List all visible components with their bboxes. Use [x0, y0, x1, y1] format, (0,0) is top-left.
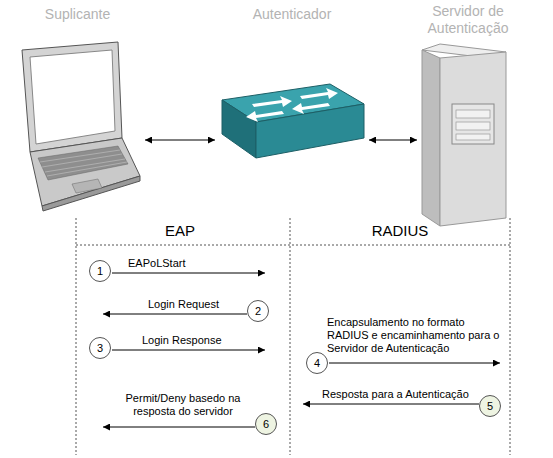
step-circle: 2 [247, 300, 269, 322]
link-arrow [145, 140, 215, 141]
link-arrow [369, 140, 417, 141]
message-label: EAPoLStart [128, 257, 248, 270]
message-label: Permit/Deny basedo na resposta do servid… [116, 392, 250, 418]
step-circle: 5 [479, 395, 501, 417]
step-circle: 3 [89, 337, 111, 359]
callout-number: 6 [263, 418, 269, 430]
server-illustration [422, 44, 506, 226]
switch-illustration [222, 84, 364, 158]
callout-number: 1 [97, 265, 103, 277]
message-label: Login Response [142, 334, 262, 347]
device-box: Servidor de Autenticação [420, 45, 515, 227]
device-heading: Suplicante [0, 6, 160, 23]
callout-number: 2 [255, 305, 261, 317]
protocol-heading: RADIUS [350, 222, 450, 240]
device-box: Autenticador [218, 80, 366, 160]
message-label: Encapsulamento no formato RADIUS e encam… [327, 316, 509, 355]
message-label: Login Request [148, 298, 268, 311]
step-circle: 1 [89, 260, 111, 282]
device-heading: Autenticador [208, 6, 376, 23]
message-label: Resposta para a Autenticação [322, 388, 502, 401]
device-box: Suplicante [15, 42, 142, 208]
step-circle: 6 [255, 413, 277, 435]
callout-number: 3 [97, 342, 103, 354]
callout-number: 4 [314, 357, 320, 369]
step-circle: 4 [306, 352, 328, 374]
protocol-heading: EAP [130, 222, 230, 240]
callout-number: 5 [487, 400, 493, 412]
laptop-illustration [22, 42, 140, 211]
lifeline [76, 218, 510, 455]
device-heading: Servidor de Autenticação [408, 3, 528, 37]
